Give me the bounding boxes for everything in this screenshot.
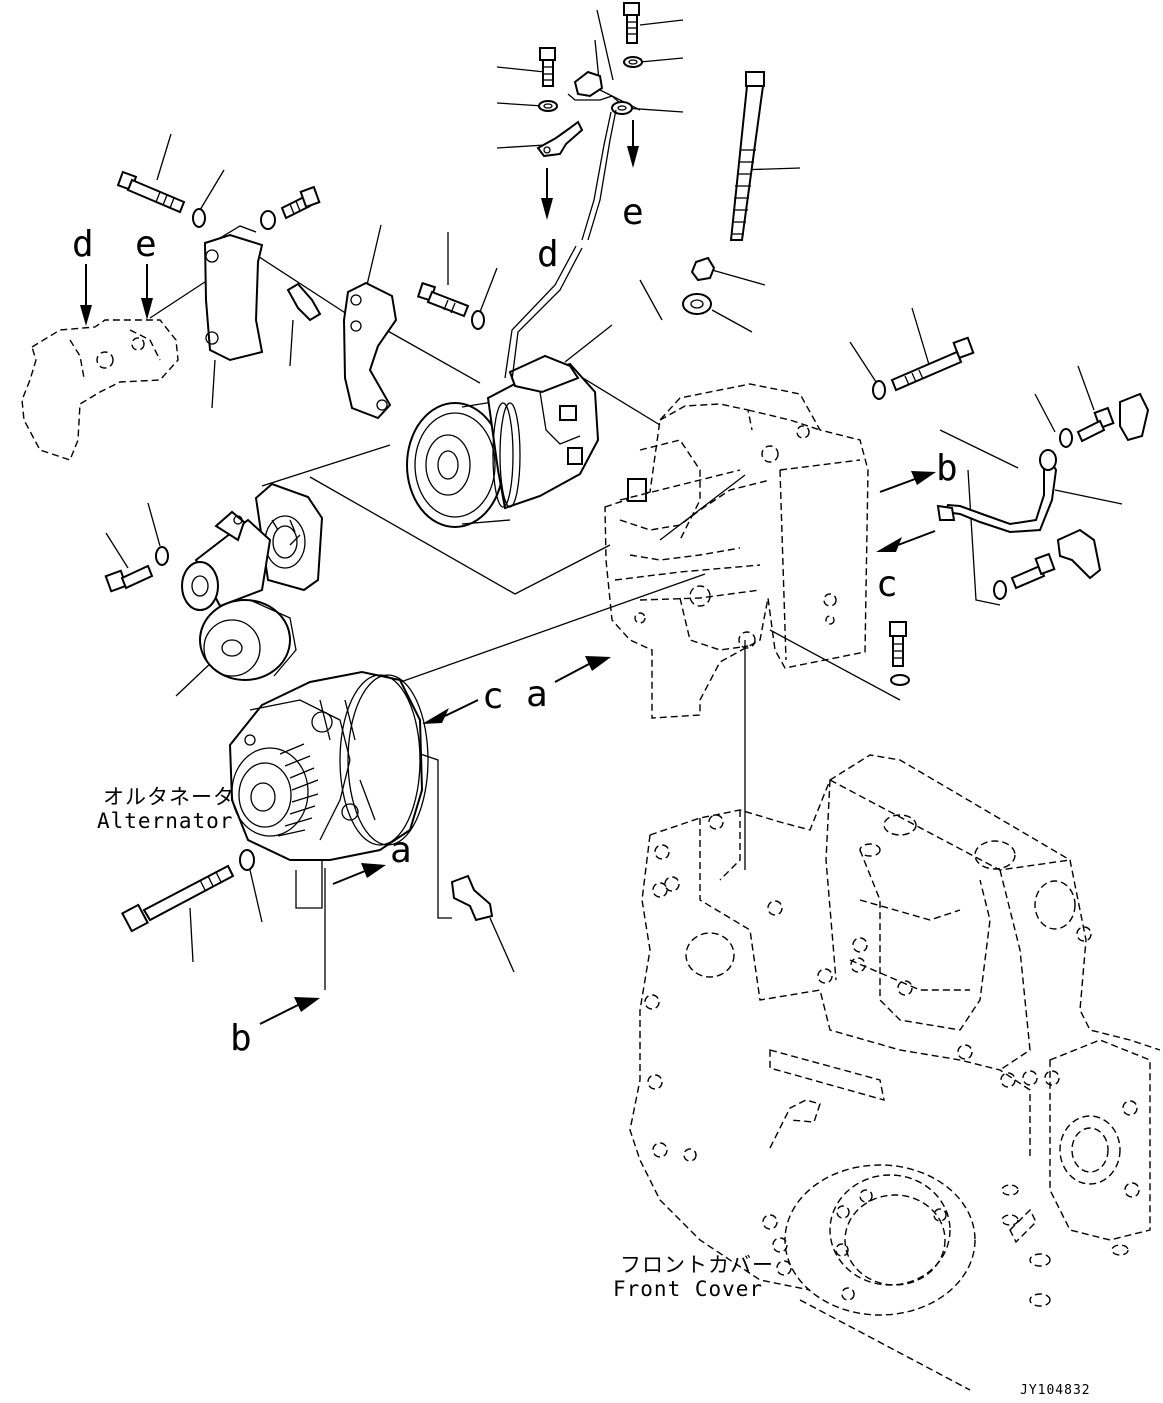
front-cover-label-en: Front Cover	[613, 1277, 763, 1301]
center-bracket	[342, 281, 398, 420]
bolt-vertical	[889, 621, 907, 667]
washer	[872, 380, 886, 400]
bolt-center-left	[416, 281, 470, 318]
engine-block	[629, 754, 1161, 1391]
washer	[155, 546, 169, 566]
washer	[471, 310, 485, 330]
compressor-bracket	[203, 225, 264, 362]
bolt-left-mid	[280, 185, 321, 220]
letter-d-left: d	[72, 224, 94, 265]
captions: オルタネータ Alternator フロントカバー Front Cover JY…	[97, 785, 1091, 1398]
sensor	[286, 282, 322, 322]
sensor-connector	[573, 70, 604, 98]
connector-block	[627, 478, 647, 502]
bolt-lower-right	[1010, 552, 1056, 590]
bolt-far-right	[1076, 406, 1115, 443]
letter-c-center: c	[482, 676, 504, 717]
alternator-label-en: Alternator	[97, 809, 233, 833]
bolt-left-top	[116, 170, 186, 214]
arrows	[80, 120, 936, 1025]
arrow-letters: d e d e b c c a a b	[72, 192, 958, 1059]
small-bracket	[450, 874, 494, 922]
drawing-code: JY104832	[1020, 1383, 1091, 1398]
bolt	[539, 47, 556, 87]
ac-compressor	[406, 245, 600, 528]
tensioner-bolt	[104, 564, 154, 593]
front-cover-label-jp: フロントカバー	[620, 1253, 774, 1277]
washer	[1059, 428, 1073, 448]
bolt-right	[890, 336, 975, 392]
letter-d-top: d	[537, 234, 559, 275]
elbow-fitting	[1056, 528, 1102, 580]
washer	[192, 208, 206, 228]
hose	[936, 449, 1058, 534]
elbow-fitting	[1119, 392, 1150, 442]
leader-lines	[105, 9, 1123, 990]
washer	[239, 849, 255, 871]
washer	[890, 674, 910, 686]
alternator-label-jp: オルタネータ	[103, 785, 235, 809]
washer	[611, 101, 633, 115]
washer	[623, 56, 643, 68]
washer	[538, 100, 558, 112]
engine-mount-bracket	[21, 319, 179, 461]
belt-tensioner	[181, 482, 324, 681]
nut	[690, 256, 716, 282]
washer	[993, 580, 1007, 600]
letter-a-center: a	[526, 674, 548, 715]
letter-e-left: e	[135, 224, 157, 265]
alternator	[228, 670, 429, 861]
letter-c-right: c	[876, 564, 898, 605]
spacer	[682, 293, 712, 315]
bolts-and-washers	[104, 2, 1150, 933]
letter-b-right: b	[936, 448, 958, 489]
letter-b-lower: b	[230, 1018, 252, 1059]
letter-a-lower: a	[390, 830, 412, 871]
long-stud	[729, 71, 765, 241]
letter-e-top: e	[622, 192, 644, 233]
alternator-bolt	[121, 864, 235, 933]
bolt-top	[623, 2, 640, 44]
washer	[260, 210, 276, 230]
mounting-bracket	[604, 383, 869, 719]
